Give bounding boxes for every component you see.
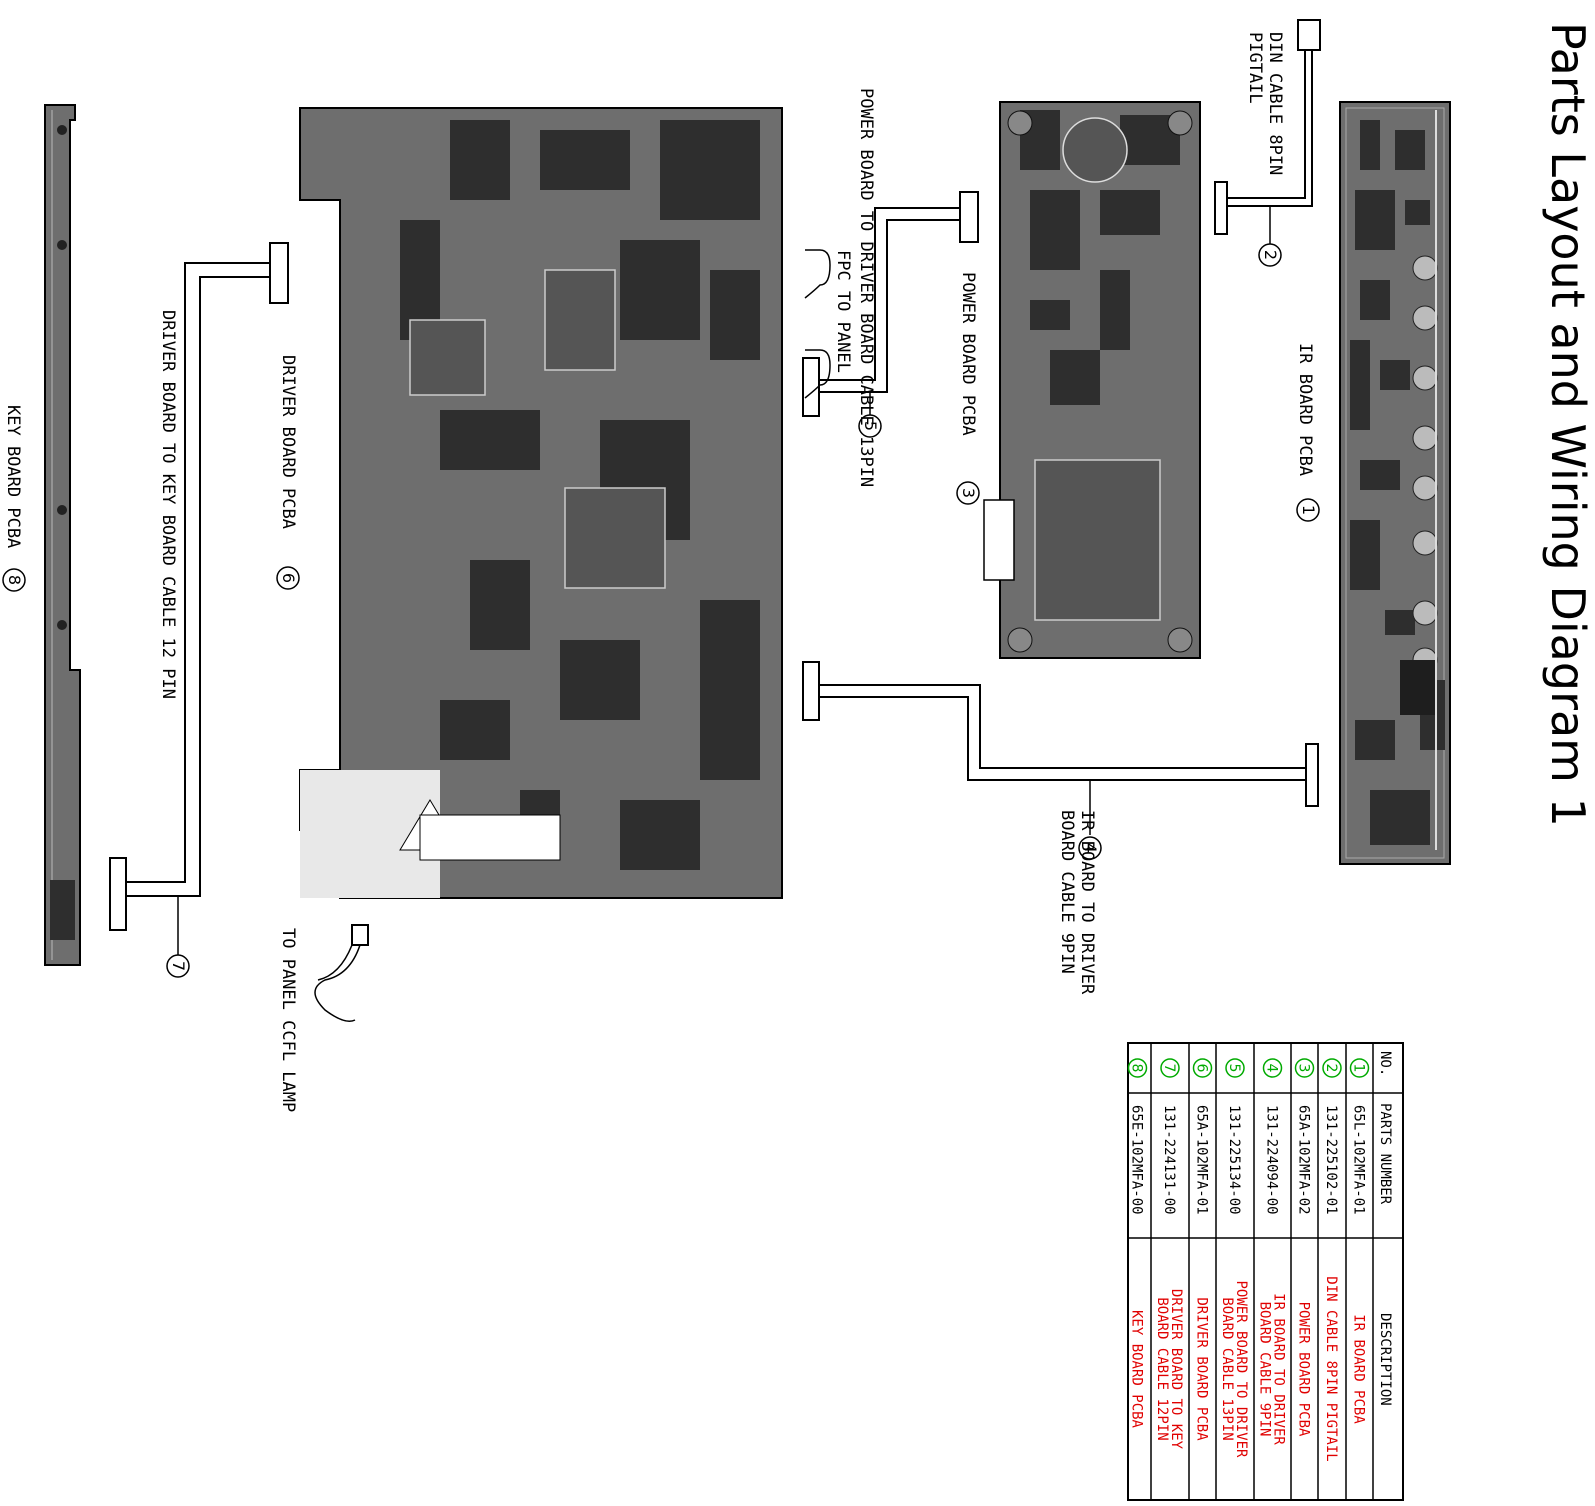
label-power-board: POWER BOARD PCBA (958, 272, 978, 436)
label-driver-board: DRIVER BOARD PCBA (278, 355, 298, 529)
label-fpc-to-panel: FPC TO PANEL (833, 250, 853, 373)
callout-4 (1078, 836, 1102, 860)
row-description: KEY BOARD PCBA (1129, 1310, 1145, 1429)
driver-board-pcba (299, 107, 783, 899)
row-number-circle (1294, 1058, 1315, 1078)
row-description: IR BOARD TO DRIVER (1271, 1293, 1287, 1445)
power-to-driver-cable-13pin: 5 (802, 191, 979, 438)
row-description: DIN CABLE 8PIN PIGTAIL (1323, 1276, 1339, 1461)
label-ccfl: TO PANEL CCFL LAMP (278, 928, 298, 1112)
row-number-circle (1322, 1058, 1342, 1078)
ir-to-driver-cable-9pin: 4 (802, 661, 1319, 860)
row-number: 3 (1296, 1064, 1312, 1073)
power-board-pcba (983, 101, 1201, 659)
row-description: IR BOARD PCBA (1351, 1314, 1367, 1424)
row-description: BOARD CABLE 9PIN (1257, 1302, 1273, 1437)
row-part-number: 65L-102MFA-01 (1351, 1105, 1367, 1215)
callout-1: 1 (1296, 498, 1320, 522)
header-parts-number: PARTS NUMBER (1377, 1103, 1393, 1205)
row-description: POWER BOARD PCBA (1296, 1302, 1312, 1437)
callout-5 (858, 414, 882, 438)
diagram-title: Parts Layout and Wiring Diagram 1 (1541, 22, 1595, 827)
label-driver-to-key: DRIVER BOARD TO KEY BOARD CABLE 12 PIN (158, 310, 178, 699)
row-number-circle (1262, 1058, 1283, 1078)
header-no: NO. (1377, 1051, 1393, 1076)
parts-table: NO. PARTS NUMBER DESCRIPTION 1 65L-102MFA… (1127, 1042, 1404, 1501)
row-number-circle (1192, 1058, 1213, 1078)
svg-text:3: 3 (959, 488, 978, 498)
row-part-number: 65A-102MFA-02 (1296, 1105, 1312, 1215)
table-row: 1 65L-102MFA-01 IR BOARD PCBA (1349, 1058, 1370, 1424)
row-description: BOARD CABLE 12PIN (1154, 1297, 1170, 1440)
row-number: 1 (1351, 1064, 1367, 1073)
row-number-circle (1160, 1058, 1180, 1078)
row-number: 5 (1226, 1064, 1242, 1073)
row-number: 4 (1264, 1064, 1280, 1073)
row-description: DRIVER BOARD TO KEY (1168, 1289, 1184, 1450)
callout-8: 8 (2, 568, 26, 592)
label-key-board: KEY BOARD PCBA (3, 405, 23, 548)
callout-6: 6 (276, 566, 300, 590)
fpc-connectors (804, 249, 831, 399)
svg-text:7: 7 (169, 961, 188, 971)
svg-text:1: 1 (1299, 505, 1318, 515)
svg-text:4: 4 (1081, 843, 1100, 853)
row-number: 8 (1129, 1064, 1145, 1073)
row-number-circle (1127, 1058, 1148, 1078)
din-cable-8pin-pigtail: 2 (1214, 19, 1321, 267)
row-part-number: 131-225134-00 (1226, 1105, 1242, 1215)
row-part-number: 131-224094-00 (1264, 1105, 1280, 1215)
ccfl-lamp-connector (314, 924, 369, 1022)
callout-3: 3 (956, 481, 980, 505)
svg-text:6: 6 (279, 573, 298, 583)
callout-2 (1258, 243, 1282, 267)
row-description: DRIVER BOARD PCBA (1194, 1297, 1210, 1441)
label-ir-to-driver: IR BOARD TO DRIVER (1077, 810, 1097, 995)
row-number-circle (1349, 1058, 1370, 1078)
row-part-number: 65A-102MFA-01 (1194, 1105, 1210, 1215)
label-ir-board: IR BOARD PCBA (1295, 343, 1315, 476)
callout-7 (166, 954, 190, 978)
row-part-number: 65E-102MFA-00 (1129, 1105, 1145, 1215)
ir-board-pcba (1339, 101, 1451, 865)
label-din-cable-2: PIGTAIL (1245, 32, 1265, 104)
svg-text:5: 5 (861, 421, 880, 431)
svg-text:8: 8 (5, 575, 24, 585)
row-number: 7 (1161, 1064, 1177, 1073)
driver-to-key-cable-12pin: 7 (109, 242, 289, 978)
row-number-circle (1225, 1058, 1245, 1078)
svg-text:2: 2 (1261, 250, 1280, 260)
label-ir-to-driver-2: BOARD CABLE 9PIN (1057, 810, 1077, 974)
row-description: POWER BOARD TO DRIVER (1233, 1280, 1249, 1458)
row-part-number: 131-225102-01 (1323, 1105, 1339, 1215)
row-part-number: 131-224131-00 (1161, 1105, 1177, 1215)
label-power-to-driver: POWER BOARD TO DRIVER BOARD CABLE 13PIN (856, 88, 876, 487)
key-board-pcba (44, 104, 81, 966)
row-description: BOARD CABLE 13PIN (1219, 1297, 1235, 1440)
row-number: 6 (1194, 1064, 1210, 1073)
row-number: 2 (1323, 1064, 1339, 1073)
header-description: DESCRIPTION (1377, 1313, 1393, 1406)
label-din-cable: DIN CABLE 8PIN (1265, 32, 1285, 175)
